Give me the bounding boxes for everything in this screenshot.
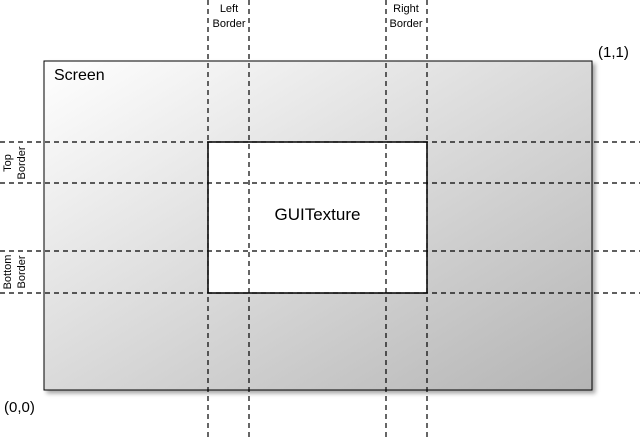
bottom-border-label-line2: Border [16, 255, 28, 288]
corner-bottom-left-label: (0,0) [4, 399, 35, 416]
bottom-border-label-line1: Bottom [2, 255, 14, 290]
vertical-border-guides [207, 0, 428, 438]
gui-texture-label: GUITexture [275, 205, 361, 224]
left-border-label-line1: Left [220, 3, 238, 15]
screen-label: Screen [54, 67, 105, 84]
left-border-label-line2: Border [212, 18, 245, 30]
corner-top-right-label: (1,1) [598, 44, 629, 61]
top-border-label-line1: Top [2, 154, 14, 172]
right-border-label-line1: Right [393, 3, 419, 15]
right-border-label-line2: Border [389, 18, 422, 30]
horizontal-border-guides [0, 141, 640, 294]
gui-texture-rectangle [207, 141, 428, 294]
top-border-label-line2: Border [16, 146, 28, 179]
